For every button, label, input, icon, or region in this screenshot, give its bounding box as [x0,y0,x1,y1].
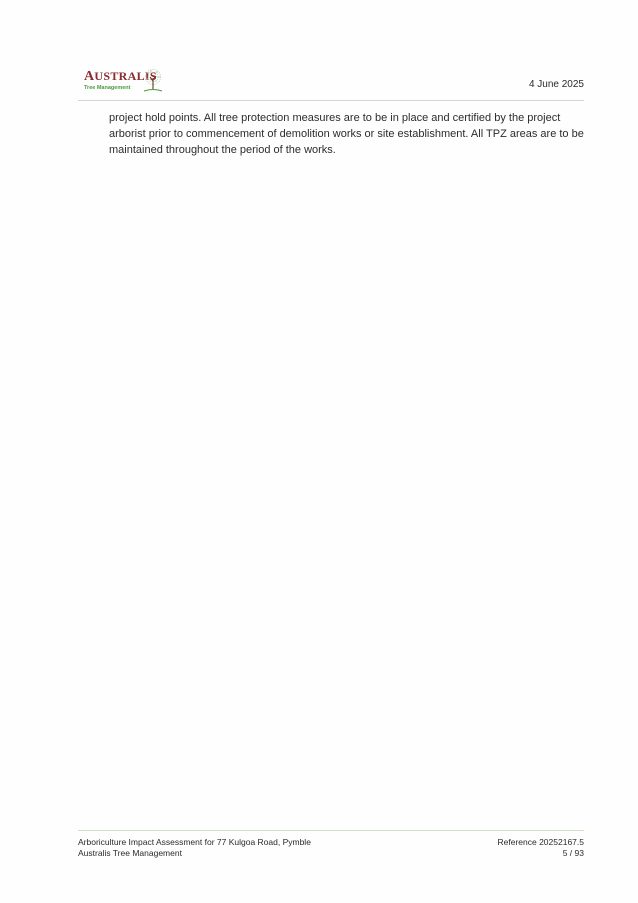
logo-tagline: Tree Management [84,85,131,91]
footer-reference: Reference 20252167.5 [497,837,585,847]
page-header: AUSTRALIS Tree Management 4 J [78,66,584,96]
footer-left: Arboriculture Impact Assessment for 77 K… [78,837,311,859]
footer-company: Australis Tree Management [78,848,182,858]
footer-document-title: Arboriculture Impact Assessment for 77 K… [78,837,311,847]
logo-brand-name: AUSTRALIS [84,69,157,84]
body-content: project hold points. All tree protection… [109,110,584,158]
footer-page-number: 5 / 93 [562,848,584,858]
tree-icon [143,69,163,92]
footer-right: Reference 20252167.5 5 / 93 [498,837,585,859]
company-logo: AUSTRALIS Tree Management [84,68,174,96]
body-paragraph: project hold points. All tree protection… [109,112,584,156]
header-divider [78,100,584,101]
document-date: 4 June 2025 [528,79,584,90]
footer-divider [78,830,584,831]
